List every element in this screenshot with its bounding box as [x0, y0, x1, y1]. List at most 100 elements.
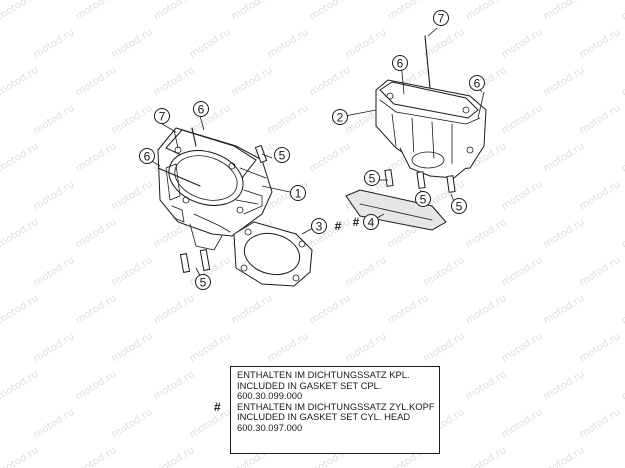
- callout-number: 5: [456, 200, 463, 214]
- callout-c7b: 7: [433, 10, 449, 26]
- cylinder-part: [157, 127, 273, 251]
- callout-number: 7: [438, 12, 445, 26]
- callout-c7a: 7: [154, 108, 170, 124]
- gasket-set-hash-marker: #: [335, 219, 342, 233]
- legend-line: ENTHALTEN IM DICHTUNGSSATZ KPL.: [237, 369, 410, 380]
- watermark-text: motod.ru: [344, 255, 389, 289]
- watermark-text: motod.ru: [578, 407, 623, 441]
- watermark-text: motod.ru: [152, 445, 197, 468]
- watermark-text: motod.ru: [0, 141, 40, 175]
- callout-circle: [392, 55, 408, 71]
- watermark-text: motod.ru: [578, 331, 623, 365]
- watermark-text: motod.ru: [464, 0, 509, 23]
- callout-circle: [139, 148, 155, 164]
- callout-number: 1: [295, 187, 302, 201]
- watermark-text: motod.ru: [74, 141, 119, 175]
- callout-c1: 1: [290, 185, 306, 201]
- watermark-text: motod.ru: [188, 27, 233, 61]
- watermark-text: motod.ru: [500, 179, 545, 213]
- watermark-text: motod.ru: [308, 293, 353, 327]
- callout-c5e: 5: [451, 198, 467, 214]
- watermark-text: motod.ru: [110, 255, 155, 289]
- watermark-text: motod.ru: [110, 27, 155, 61]
- callout-circle: [364, 170, 380, 186]
- watermark-text: motod.ru: [542, 217, 587, 251]
- watermark-text: motod.ru: [32, 27, 77, 61]
- watermark-text: motod.ru: [422, 27, 467, 61]
- watermark-text: motod.ru: [578, 255, 623, 289]
- watermark-text: motod.ru: [464, 445, 509, 468]
- watermark-text: motod.ru: [578, 179, 623, 213]
- callout-circle: [451, 198, 467, 214]
- watermark-text: motod.ru: [74, 217, 119, 251]
- watermark-text: motod.ru: [188, 407, 233, 441]
- watermark-text: motod.ru: [74, 0, 119, 23]
- watermark-text: motod.ru: [542, 445, 587, 468]
- watermark-text: motod.ru: [188, 331, 233, 365]
- watermark-text: motod.ru: [32, 255, 77, 289]
- base-gasket: [233, 221, 313, 287]
- callout-number: 6: [397, 57, 404, 71]
- callout-number: 4: [368, 216, 375, 230]
- callout-circle: [195, 274, 211, 290]
- watermark-text: motod.ru: [110, 407, 155, 441]
- callout-c5b: 5: [195, 274, 211, 290]
- watermark-text: motod.ru: [422, 331, 467, 365]
- watermark-text: motod.ru: [620, 445, 625, 468]
- legend-line: 600.30.099.000: [237, 390, 303, 402]
- watermark-text: motod.ru: [266, 27, 311, 61]
- callout-number: 6: [474, 77, 481, 91]
- watermark-text: motod.ru: [500, 27, 545, 61]
- callout-circle: [415, 191, 431, 207]
- callout-number: 5: [200, 276, 207, 290]
- callout-circle: [433, 10, 449, 26]
- watermark-text: motod.ru: [74, 445, 119, 468]
- callout-circle: [193, 101, 209, 117]
- legend-line: INCLUDED IN GASKET SET CYL. HEAD: [237, 411, 411, 423]
- watermark-text: motod.ru: [344, 27, 389, 61]
- callout-number: 5: [279, 149, 286, 163]
- legend-box: ENTHALTEN IM DICHTUNGSSATZ KPL. INCLUDED…: [230, 366, 440, 454]
- watermark-text: motod.ru: [266, 103, 311, 137]
- watermark-text: motod.ru: [110, 179, 155, 213]
- watermark-text: motod.ru: [308, 65, 353, 99]
- watermark-text: motod.ru: [230, 65, 275, 99]
- callout-c5c: 5: [364, 170, 380, 186]
- head-studs: [384, 35, 485, 193]
- watermark-text: motod.ru: [542, 65, 587, 99]
- watermark-text: motod.ru: [500, 255, 545, 289]
- watermark-text: motod.ru: [110, 331, 155, 365]
- watermark-text: motod.ru: [500, 407, 545, 441]
- callout-number: 6: [144, 150, 151, 164]
- watermark-text: motod.ru: [152, 0, 197, 23]
- callout-c4: 4: [363, 214, 379, 230]
- watermark-text: motod.ru: [0, 369, 40, 403]
- watermark-text: motod.ru: [0, 65, 40, 99]
- callout-c2: 2: [332, 109, 348, 125]
- watermark-text: motod.ru: [230, 293, 275, 327]
- callout-circle: [274, 147, 290, 163]
- watermark-text: motod.ru: [578, 27, 623, 61]
- legend-line: INCLUDED IN GASKET SET CPL.: [237, 379, 382, 391]
- watermark-text: motod.ru: [32, 407, 77, 441]
- watermark-text: motod.ru: [110, 103, 155, 137]
- callout-c6b: 6: [139, 148, 155, 164]
- callout-c5a: 5: [274, 147, 290, 163]
- watermark-text: motod.ru: [74, 293, 119, 327]
- watermark-text: motod.ru: [74, 65, 119, 99]
- watermark-text: motod.ru: [422, 255, 467, 289]
- gasket-set-hash-marker: #: [353, 215, 360, 229]
- callout-circle: [363, 214, 379, 230]
- callout-number: 5: [420, 193, 427, 207]
- watermark-text: motod.ru: [32, 103, 77, 137]
- watermark-text: motod.ru: [542, 141, 587, 175]
- callout-number: 6: [198, 103, 205, 117]
- watermark-text: motod.ru: [578, 103, 623, 137]
- watermark-text: motod.ru: [620, 0, 625, 23]
- watermark-text: motod.ru: [266, 331, 311, 365]
- watermark-text: motod.ru: [308, 0, 353, 23]
- legend-hash-marker: #: [214, 400, 221, 414]
- watermark-text: motod.ru: [620, 65, 625, 99]
